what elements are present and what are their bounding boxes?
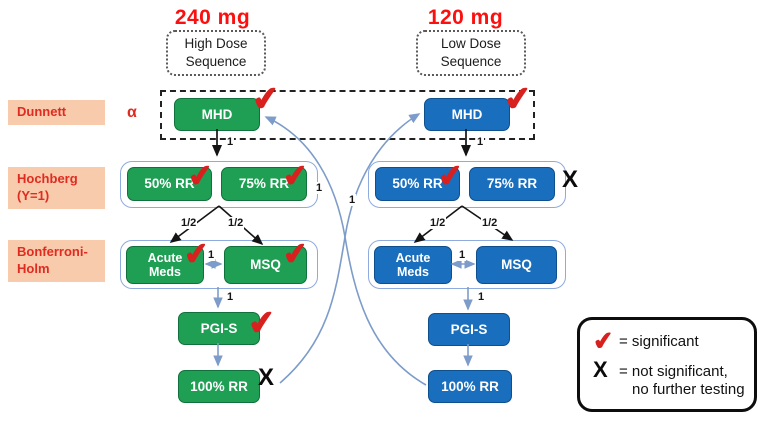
dose-title-high: 240 mg [174, 6, 251, 29]
row-label-hochberg-line1: Hochberg [17, 171, 78, 186]
check-msq-high: ✔ [281, 236, 310, 273]
node-acute-meds-high: Acute Meds [126, 246, 204, 284]
weight-split-left-low: 1/2 [429, 217, 447, 230]
check-pgis-high: ✔ [246, 302, 278, 343]
legend-x-label: = not significant, no further testing [619, 360, 745, 401]
sequence-box-low-line2: Sequence [440, 53, 502, 69]
check-mhd-low: ✔ [502, 78, 534, 119]
legend-check-icon: ✔ [591, 326, 616, 357]
xmark-rr100-high: X [258, 364, 275, 391]
weight-bonferroni-pgis-high: 1 [226, 291, 235, 304]
node-mhd-low: MHD [424, 98, 510, 131]
sequence-box-high-line2: Sequence [185, 53, 247, 69]
row-label-hochberg: Hochberg (Y=1) [8, 167, 105, 209]
node-pgis-low: PGI-S [428, 313, 510, 346]
legend-box: ✔ = significant X = not significant, no … [577, 317, 757, 412]
legend-row-significant: ✔ = significant [591, 326, 754, 357]
row-label-dunnett: Dunnett [8, 100, 105, 125]
node-mhd-high: MHD [174, 98, 260, 131]
check-rr50-low: ✔ [436, 158, 465, 195]
legend-row-not-significant: X = not significant, no further testing [593, 356, 754, 401]
xmark-hochberg-low: X [562, 166, 579, 193]
alpha-symbol: α [127, 104, 137, 121]
weight-split-right-low: 1/2 [481, 217, 499, 230]
node-acute-meds-low: Acute Meds [374, 246, 452, 284]
sequence-box-high: High Dose Sequence [166, 30, 266, 76]
node-rr100-low: 100% RR [428, 370, 512, 403]
legend-check-label: = significant [619, 333, 699, 350]
check-rr75-high: ✔ [281, 158, 310, 195]
check-acute-meds-high: ✔ [182, 236, 211, 273]
weight-bonferroni-pgis-low: 1 [477, 291, 486, 304]
legend-x-label-line2: no further testing [632, 381, 745, 399]
weight-curve-to-mhd-high: 1 [315, 182, 324, 195]
weight-acute-msq-high: 1 [207, 249, 216, 262]
node-rr75-low: 75% RR [469, 167, 555, 201]
sequence-box-low-line1: Low Dose [440, 36, 502, 51]
node-rr50-high: 50% RR [127, 167, 212, 201]
node-rr100-high: 100% RR [178, 370, 260, 403]
legend-x-icon: X [593, 356, 608, 382]
check-rr50-high: ✔ [186, 158, 215, 195]
row-label-bonferroni-line2: Holm [17, 260, 50, 276]
weight-acute-msq-low: 1 [458, 249, 467, 262]
legend-x-label-line1: = not significant, [619, 362, 728, 380]
row-label-hochberg-line2: (Y=1) [17, 187, 50, 203]
node-pgis-high: PGI-S [178, 312, 260, 345]
node-acute-meds-low-line1: Acute [395, 250, 431, 265]
node-acute-meds-high-line2: Meds [149, 265, 181, 279]
weight-split-right-high: 1/2 [227, 217, 245, 230]
row-label-dunnett-text: Dunnett [17, 104, 67, 119]
row-label-bonferroni-holm: Bonferroni- Holm [8, 240, 105, 282]
weight-mhd-high: 1 [226, 136, 235, 149]
weight-split-left-high: 1/2 [180, 217, 198, 230]
check-mhd-high: ✔ [250, 78, 282, 119]
sequence-box-low: Low Dose Sequence [416, 30, 526, 76]
weight-mhd-low: 1 [476, 136, 485, 149]
node-acute-meds-high-line1: Acute [147, 250, 183, 265]
node-msq-low: MSQ [476, 246, 557, 284]
dose-title-low: 120 mg [427, 6, 504, 29]
weight-curve-to-mhd-low: 1 [348, 194, 357, 207]
node-acute-meds-low-line2: Meds [397, 265, 429, 279]
row-label-bonferroni-line1: Bonferroni- [17, 244, 88, 259]
sequence-box-high-line1: High Dose [184, 36, 248, 51]
